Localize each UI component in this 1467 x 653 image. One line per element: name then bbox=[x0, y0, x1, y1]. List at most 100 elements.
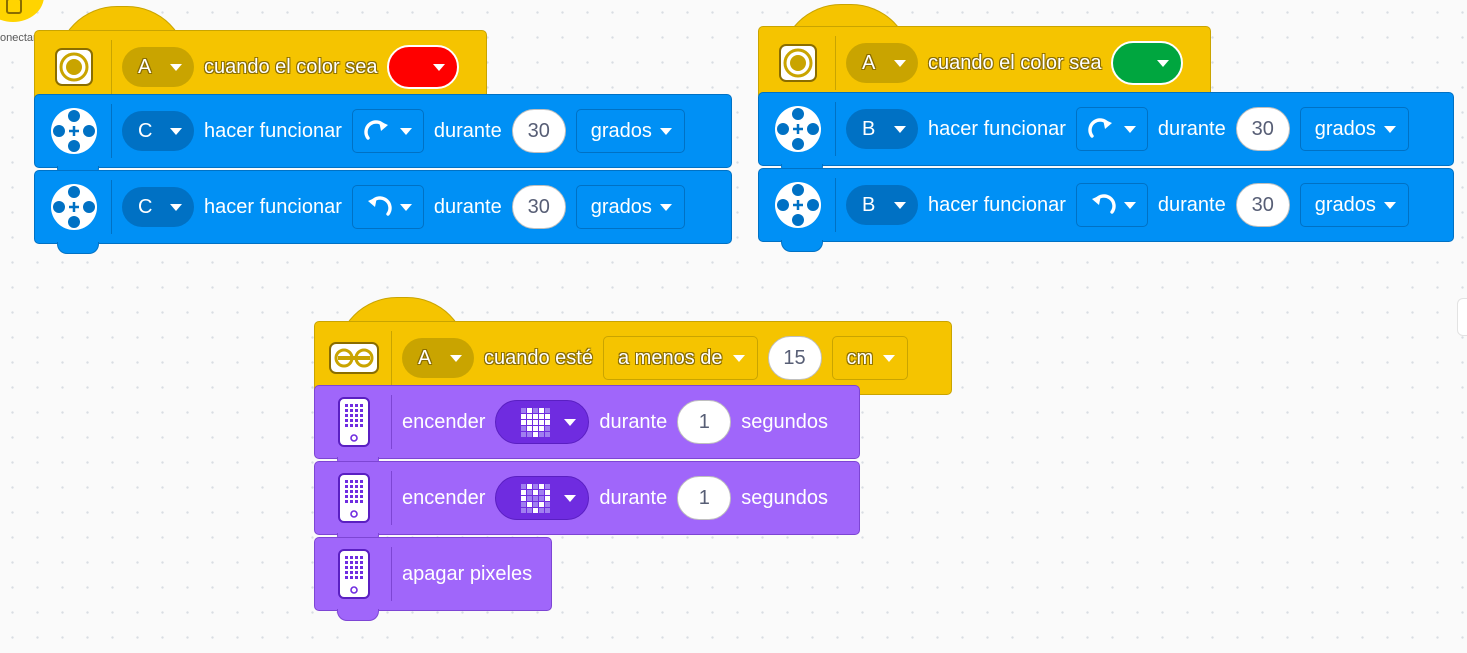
connector-notch bbox=[781, 240, 823, 252]
image-dropdown-heart-outline[interactable] bbox=[495, 476, 590, 520]
direction-dropdown[interactable] bbox=[1075, 183, 1148, 227]
chevron-down-icon bbox=[659, 127, 672, 135]
comparison-dropdown[interactable]: a menos de bbox=[602, 336, 758, 380]
port-dropdown[interactable]: B bbox=[846, 185, 918, 225]
chevron-down-icon bbox=[883, 354, 896, 362]
clockwise-icon bbox=[364, 120, 388, 140]
separator bbox=[391, 471, 392, 525]
chevron-down-icon bbox=[170, 63, 182, 71]
during-label: durante bbox=[1157, 193, 1226, 216]
degrees-input[interactable]: 30 bbox=[1235, 107, 1290, 151]
chevron-down-icon bbox=[1383, 125, 1396, 133]
chevron-down-icon bbox=[564, 418, 577, 426]
motor-block-2[interactable]: B hacer funcionar durante 30 grados bbox=[758, 168, 1454, 252]
block-label: cuando el color sea bbox=[928, 51, 1102, 74]
chevron-down-icon bbox=[1157, 59, 1170, 67]
port-dropdown[interactable]: C bbox=[122, 111, 194, 151]
color-sensor-icon bbox=[45, 38, 103, 96]
block-label: encender bbox=[402, 486, 486, 509]
image-dropdown-heart[interactable] bbox=[495, 400, 590, 444]
port-dropdown[interactable]: A bbox=[846, 43, 918, 83]
port-value: A bbox=[418, 346, 432, 369]
color-dropdown-red[interactable] bbox=[387, 45, 460, 89]
separator bbox=[835, 178, 836, 232]
color-sensor-icon bbox=[769, 34, 827, 92]
hat-block-color-green[interactable]: A cuando el color sea bbox=[758, 26, 1211, 110]
counterclockwise-icon bbox=[367, 196, 392, 216]
port-value: C bbox=[138, 195, 153, 218]
direction-dropdown[interactable] bbox=[1075, 107, 1148, 151]
unit-dropdown[interactable]: grados bbox=[575, 185, 685, 229]
block-label: hacer funcionar bbox=[204, 119, 342, 142]
unit-dropdown[interactable]: grados bbox=[575, 109, 685, 153]
light-matrix-icon bbox=[325, 545, 383, 603]
motor-icon bbox=[769, 100, 827, 158]
distance-unit-dropdown[interactable]: cm bbox=[831, 336, 909, 380]
side-panel-tab[interactable] bbox=[1457, 298, 1467, 336]
motor-block-1[interactable]: B hacer funcionar durante 30 grados bbox=[758, 92, 1454, 176]
port-dropdown[interactable]: A bbox=[402, 338, 474, 378]
seconds-input[interactable]: 1 bbox=[677, 400, 732, 444]
unit-value: grados bbox=[1314, 117, 1376, 140]
unit-value: grados bbox=[590, 195, 652, 218]
chevron-down-icon bbox=[894, 59, 906, 67]
block-label: apagar pixeles bbox=[402, 562, 533, 585]
block-label: hacer funcionar bbox=[204, 195, 342, 218]
degrees-input[interactable]: 30 bbox=[1235, 183, 1290, 227]
degrees-input[interactable]: 30 bbox=[511, 109, 566, 153]
seconds-input[interactable]: 1 bbox=[677, 476, 732, 520]
hat-block-color-red[interactable]: A cuando el color sea bbox=[34, 30, 487, 114]
connector-notch bbox=[337, 609, 379, 621]
comparison-value: a menos de bbox=[617, 346, 723, 369]
port-value: C bbox=[138, 119, 153, 142]
distance-input[interactable]: 15 bbox=[767, 336, 822, 380]
during-label: durante bbox=[599, 486, 668, 509]
motor-icon bbox=[45, 102, 103, 160]
block-label: hacer funcionar bbox=[928, 193, 1066, 216]
separator bbox=[391, 331, 392, 385]
light-matrix-icon bbox=[325, 469, 383, 527]
during-label: durante bbox=[1157, 117, 1226, 140]
connector-notch bbox=[57, 242, 99, 254]
distance-sensor-icon bbox=[325, 329, 383, 387]
during-label: durante bbox=[433, 119, 502, 142]
motor-block-1[interactable]: C hacer funcionar durante 30 grados bbox=[34, 94, 732, 178]
heart-matrix-icon bbox=[521, 408, 551, 437]
separator bbox=[835, 102, 836, 156]
chevron-down-icon bbox=[894, 201, 906, 209]
port-dropdown[interactable]: A bbox=[122, 47, 194, 87]
chevron-down-icon bbox=[450, 354, 462, 362]
unit-dropdown[interactable]: grados bbox=[1299, 183, 1409, 227]
color-dropdown-green[interactable] bbox=[1111, 41, 1184, 85]
heart-outline-matrix-icon bbox=[521, 484, 551, 513]
hat-block-distance[interactable]: A cuando esté a menos de 15 cm bbox=[314, 321, 952, 405]
motor-block-2[interactable]: C hacer funcionar durante 30 grados bbox=[34, 170, 732, 254]
unit-dropdown[interactable]: grados bbox=[1299, 107, 1409, 151]
degrees-input[interactable]: 30 bbox=[511, 185, 566, 229]
block-label: hacer funcionar bbox=[928, 117, 1066, 140]
direction-dropdown[interactable] bbox=[351, 185, 424, 229]
light-block-1[interactable]: encender durante 1 segundos bbox=[314, 385, 860, 469]
block-label: cuando esté bbox=[484, 346, 593, 369]
separator bbox=[111, 180, 112, 234]
block-label: encender bbox=[402, 410, 486, 433]
direction-dropdown[interactable] bbox=[351, 109, 424, 153]
light-off-block[interactable]: apagar pixeles bbox=[314, 537, 552, 621]
unit-value: grados bbox=[590, 119, 652, 142]
during-label: durante bbox=[599, 410, 668, 433]
separator bbox=[835, 36, 836, 90]
unit-value: cm bbox=[846, 346, 874, 369]
chevron-down-icon bbox=[659, 203, 672, 211]
unit-label: segundos bbox=[741, 410, 828, 433]
connect-button[interactable] bbox=[0, 0, 44, 22]
clockwise-icon bbox=[1088, 118, 1112, 138]
chevron-down-icon bbox=[1383, 201, 1396, 209]
port-value: A bbox=[862, 51, 876, 74]
port-value: B bbox=[862, 193, 876, 216]
port-dropdown[interactable]: C bbox=[122, 187, 194, 227]
light-block-2[interactable]: encender durante 1 segundos bbox=[314, 461, 860, 545]
chevron-down-icon bbox=[564, 494, 577, 502]
chevron-down-icon bbox=[170, 127, 182, 135]
separator bbox=[111, 40, 112, 94]
port-dropdown[interactable]: B bbox=[846, 109, 918, 149]
